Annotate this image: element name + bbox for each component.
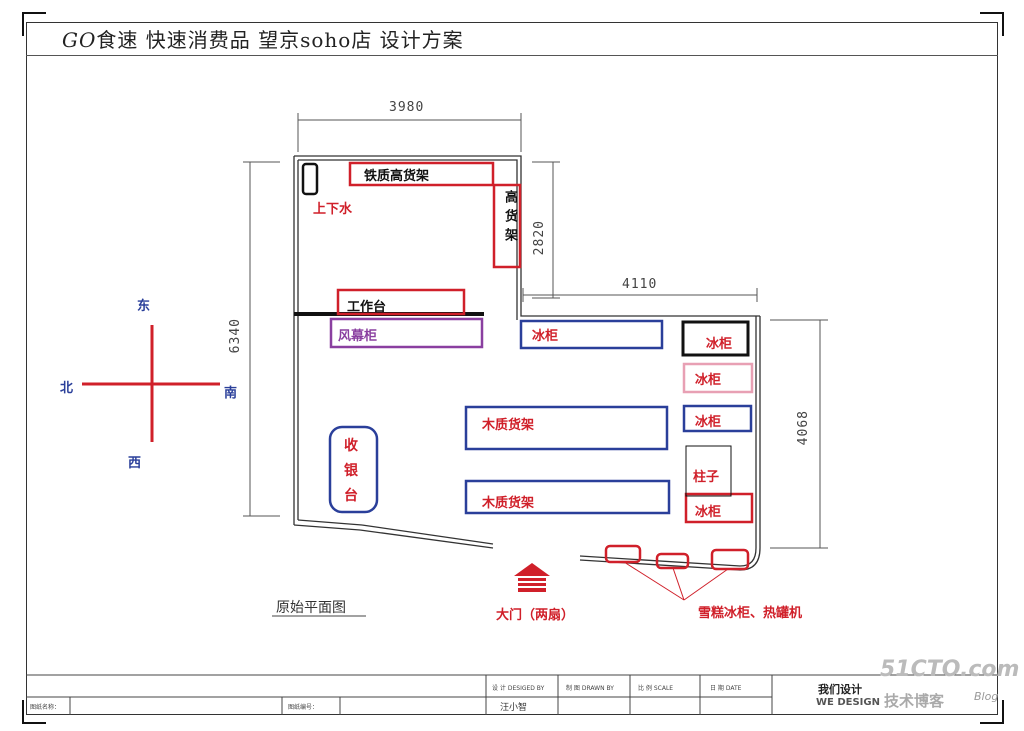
label-fridge-3: 冰柜 xyxy=(695,415,722,430)
fridge-3-box xyxy=(682,404,753,433)
watermark-site: 51CTO.com xyxy=(880,657,1020,682)
dim-upper-right-height: 2820 xyxy=(532,220,547,256)
fridge-left-box xyxy=(519,319,664,350)
tb-designer: 汪小智 xyxy=(500,703,528,713)
label-fridge-1: 冰柜 xyxy=(706,337,733,352)
crop-mark-bottom-right xyxy=(980,700,1004,724)
label-fridge-5: 冰柜 xyxy=(695,505,722,520)
workbench-box xyxy=(336,288,466,316)
dim-left-height: 6340 xyxy=(228,318,243,354)
label-air-curtain: 风幕柜 xyxy=(338,329,378,344)
label-wood-shelf-1: 木质货架 xyxy=(482,418,535,433)
compass-south: 南 xyxy=(224,386,238,401)
label-water: 上下水 xyxy=(313,202,353,217)
label-icecream: 雪糕冰柜、热罐机 xyxy=(698,606,803,621)
label-fridge-2: 冰柜 xyxy=(695,373,722,388)
label-iron-shelf: 铁质高货架 xyxy=(364,169,430,184)
compass xyxy=(82,325,220,442)
label-fridge-left: 冰柜 xyxy=(532,329,559,344)
wood-shelf-1-box xyxy=(464,405,669,451)
pillar-box xyxy=(685,445,732,497)
door-arrow xyxy=(514,563,550,592)
tb-scale: 比 例 SCALE xyxy=(638,685,674,692)
title-rest: 食速 快速消费品 望京soho店 设计方案 xyxy=(96,28,464,52)
watermark-sub: 技术博客 xyxy=(884,692,945,710)
dim-right-height: 4068 xyxy=(796,410,811,446)
label-high-shelf: 高货架 xyxy=(502,190,517,247)
plan-name: 原始平面图 xyxy=(276,600,346,616)
tb-drawing-name: 图纸名称： xyxy=(30,704,61,711)
label-cashier: 收银台 xyxy=(344,438,358,504)
fridge-2-box xyxy=(682,362,754,394)
title-divider xyxy=(26,55,998,56)
crop-mark-bottom-left xyxy=(22,700,46,724)
watermark-blog: Blog xyxy=(974,690,999,703)
high-shelf-box xyxy=(492,183,522,269)
tb-drawing-no: 图纸编号： xyxy=(288,704,319,711)
air-curtain-box xyxy=(329,317,484,349)
label-workbench: 工作台 xyxy=(347,300,387,315)
crop-mark-top-left xyxy=(22,12,46,36)
drawing-title: GO食速 快速消费品 望京soho店 设计方案 xyxy=(62,24,464,53)
tb-drawn: 制 图 DRAWN BY xyxy=(566,685,614,692)
icecream-fridge-2 xyxy=(655,552,690,570)
dim-right-width: 4110 xyxy=(622,277,658,292)
iron-shelf-box xyxy=(348,161,495,187)
title-block-grid xyxy=(26,674,998,715)
drawing-sheet xyxy=(26,22,998,715)
walls xyxy=(293,155,761,571)
dim-top-width: 3980 xyxy=(389,100,425,115)
water-box xyxy=(301,162,319,196)
label-pillar: 柱子 xyxy=(693,470,720,485)
wood-shelf-2-box xyxy=(464,479,671,515)
icecream-fridge-1 xyxy=(604,544,642,564)
tb-company: 我们设计 xyxy=(818,683,862,696)
label-door: 大门（两扇） xyxy=(496,608,575,623)
icecream-fridge-3 xyxy=(710,548,750,571)
compass-east: 东 xyxy=(137,299,151,314)
fridge-5-box xyxy=(684,492,754,524)
dimension-lines xyxy=(243,113,828,549)
icecream-leaders xyxy=(623,561,729,601)
cashier-box xyxy=(328,425,379,514)
tb-company-en: WE DESIGN xyxy=(816,697,880,708)
label-wood-shelf-2: 木质货架 xyxy=(482,496,535,511)
tb-design: 设 计 DESIGED BY xyxy=(492,685,545,692)
compass-west: 西 xyxy=(128,456,142,471)
tb-date: 日 期 DATE xyxy=(710,685,742,692)
compass-north: 北 xyxy=(60,381,74,396)
crop-mark-top-right xyxy=(980,12,1004,36)
title-go: GO xyxy=(62,28,97,52)
fridge-1-box xyxy=(681,320,750,357)
